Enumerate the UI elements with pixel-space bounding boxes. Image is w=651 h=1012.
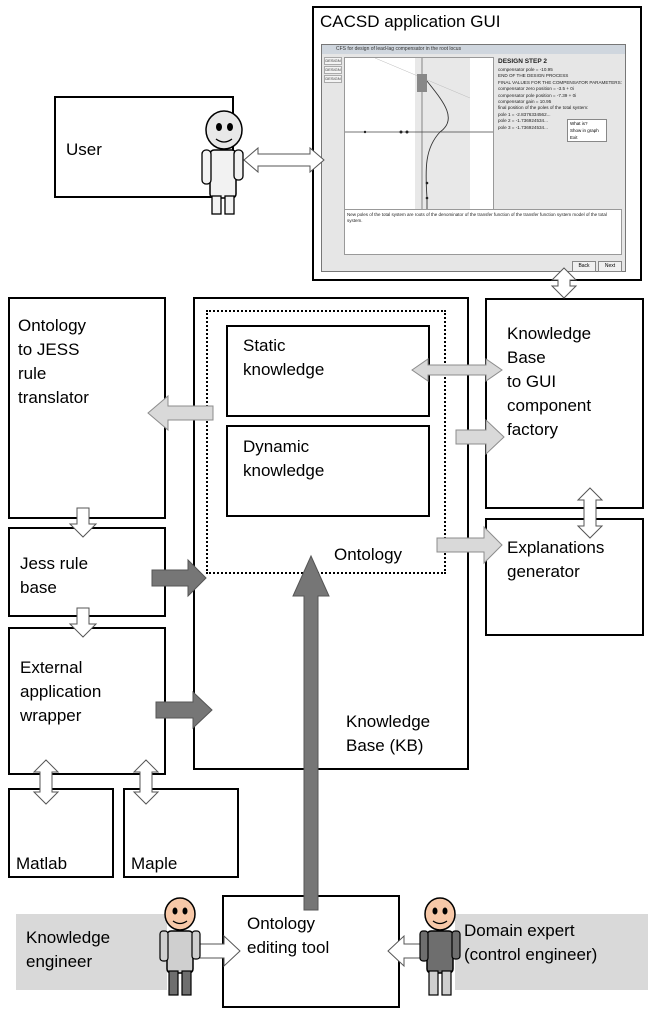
user-robot-icon (201, 110, 244, 215)
factory-explanations-arrow (576, 487, 604, 539)
ontology-label: Ontology (334, 545, 403, 564)
user-label: User (66, 140, 102, 159)
gui-line: END OF THE DESIGN PROCESS (498, 73, 569, 79)
gui-tab[interactable]: DESIGN (324, 57, 342, 65)
gui-context-menu: What is? Show in graph Exit (567, 119, 607, 142)
gui-tab[interactable]: DESIGN (324, 75, 342, 83)
wrapper-kb-arrow (155, 690, 213, 730)
gui-factory-label: Knowledge Base to GUI component factory (507, 324, 592, 439)
gui-line: pole 3 = -1.736924534... (498, 124, 548, 130)
gui-window-title: CFS for design of lead-lag compensator i… (322, 45, 625, 54)
gui-line: final position of the poles of the total… (498, 105, 589, 111)
maple-box (123, 788, 239, 878)
jess-kb-arrow (151, 558, 207, 598)
gui-line: compensator pole position = -7.39 + 0i (498, 92, 577, 98)
engineer-tool-arrow (195, 934, 241, 968)
static-factory-arrow (411, 358, 503, 382)
static-knowledge-label: Static knowledge (243, 336, 325, 379)
gui-next-button[interactable]: Next (598, 261, 622, 272)
domain-expert-label: Domain expert (control engineer) (464, 921, 598, 964)
ontology-explanations-arrow (436, 525, 503, 565)
ontology-factory-arrow (455, 418, 505, 456)
gui-line: compensator pole = -10.95 (498, 67, 553, 72)
gui-menu-item[interactable]: Exit (570, 135, 578, 140)
wrapper-matlab-arrow (32, 759, 60, 805)
ontology-dotted-box (206, 310, 446, 574)
static-knowledge-box (226, 325, 430, 417)
dynamic-knowledge-box (226, 425, 430, 517)
wrapper-label: External application wrapper (20, 658, 102, 725)
gui-line: compensator gain = 10.95 (498, 99, 552, 105)
editing-tool-label: Ontology editing tool (247, 914, 330, 957)
gui-line: pole 2 = -1.736924534... (498, 118, 548, 124)
gui-design-step: DESIGN STEP 2 (498, 58, 548, 65)
knowledge-engineer-label: Knowledge engineer (26, 928, 111, 971)
gui-explanation-text: New poles of the total system are roots … (344, 209, 622, 255)
gui-side-panel: DESIGN STEP 2 compensator pole = -10.95 … (498, 57, 623, 131)
editing-ontology-arrow (292, 554, 330, 911)
domain-expert-box (455, 914, 648, 990)
gui-line: pole 1 = -2.8376334562... (498, 111, 551, 117)
knowledge-base-label: Knowledge Base (KB) (346, 712, 431, 755)
dynamic-knowledge-label: Dynamic knowledge (243, 437, 325, 480)
translator-label: Ontology to JESS rule translator (18, 316, 89, 407)
explanations-box (485, 518, 644, 636)
user-gui-arrow (243, 146, 325, 174)
matlab-box (8, 788, 114, 878)
wrapper-maple-arrow (132, 759, 160, 805)
gui-line: compensator zero position = -3.5 + 0i (498, 86, 574, 92)
gui-tab[interactable]: DESIGN (324, 66, 342, 74)
matlab-label: Matlab (16, 854, 68, 873)
gui-menu-item[interactable]: What is? (570, 121, 588, 126)
maple-label: Maple (131, 854, 178, 873)
domain-expert-robot-icon (419, 897, 461, 996)
gui-box-title: CACSD application GUI (320, 12, 501, 31)
gui-line: FINAL VALUES FOR THE COMPENSATOR PARAMET… (498, 79, 622, 85)
knowledge-engineer-box (16, 914, 167, 990)
ontology-translator-arrow (147, 394, 214, 432)
gui-factory-box (485, 298, 644, 509)
explanations-label: Explanations generator (507, 538, 605, 581)
gui-menu-item[interactable]: Show in graph (570, 128, 599, 133)
editing-tool-box (222, 895, 400, 1008)
gui-factory-arrow (550, 267, 578, 299)
jess-wrapper-arrow (68, 607, 98, 638)
gui-tabs: DESIGN DESIGN DESIGN (324, 57, 342, 84)
gui-screenshot: CFS for design of lead-lag compensator i… (321, 44, 626, 272)
knowledge-engineer-robot-icon (159, 897, 201, 996)
jess-rule-base-label: Jess rule base (20, 554, 89, 597)
translator-jess-arrow (68, 507, 98, 538)
translator-box (8, 297, 166, 519)
gui-back-button[interactable]: Back (572, 261, 596, 272)
